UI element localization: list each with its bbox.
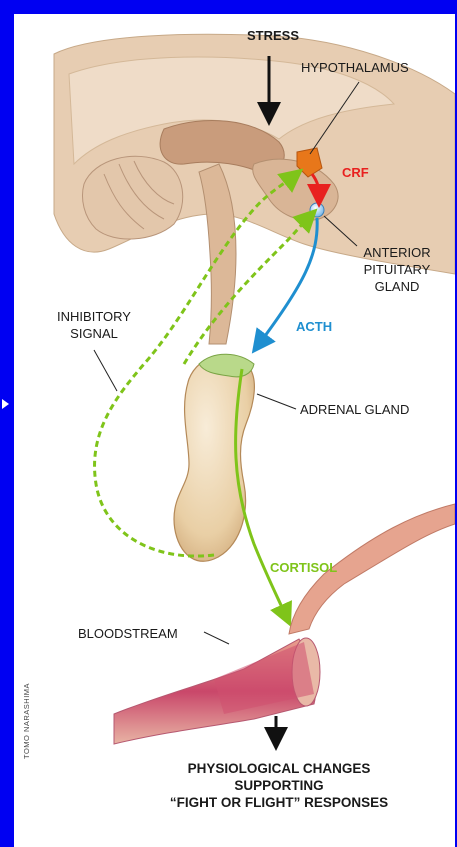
inhibitory-signal-line-1: INHIBITORY (54, 308, 134, 325)
edge-pointer-arrow (2, 399, 9, 409)
physiological-changes-line-2: SUPPORTING (154, 777, 404, 794)
physiological-changes-line-1: PHYSIOLOGICAL CHANGES (154, 760, 404, 777)
artist-credit: TOMO NARASHIMA (22, 683, 31, 759)
adrenal-pointer (257, 394, 296, 409)
pituitary-shape (310, 203, 324, 217)
crf-label: CRF (342, 164, 369, 181)
inhibitory-loop-pituitary (184, 217, 309, 364)
anterior-pituitary-label: ANTERIOR PITUITARY GLAND (352, 244, 442, 295)
hpa-axis-illustration: STRESS HYPOTHALAMUS CRF ANTERIOR PITUITA… (14, 14, 455, 847)
stress-label: STRESS (247, 27, 299, 44)
physiological-changes-line-3: “FIGHT OR FLIGHT” RESPONSES (154, 794, 404, 811)
cortisol-label: CORTISOL (270, 559, 337, 576)
acth-label: ACTH (296, 318, 332, 335)
bloodstream-pointer (204, 632, 229, 644)
anterior-pituitary-line-1: ANTERIOR (352, 244, 442, 261)
brain-cross-section (54, 34, 455, 344)
inhibitory-signal-label: INHIBITORY SIGNAL (54, 308, 134, 342)
adrenal-gland-label: ADRENAL GLAND (300, 401, 409, 418)
inhibitory-pointer (94, 350, 117, 391)
diagram-artwork (14, 14, 455, 847)
physiological-changes-label: PHYSIOLOGICAL CHANGES SUPPORTING “FIGHT … (154, 760, 404, 811)
blood-vessel (114, 504, 455, 744)
bloodstream-label: BLOODSTREAM (78, 625, 178, 642)
anterior-pituitary-line-3: GLAND (352, 278, 442, 295)
adrenal-gland-kidney (174, 354, 254, 561)
anterior-pituitary-line-2: PITUITARY (352, 261, 442, 278)
hypothalamus-label: HYPOTHALAMUS (301, 59, 409, 76)
inhibitory-signal-line-2: SIGNAL (54, 325, 134, 342)
